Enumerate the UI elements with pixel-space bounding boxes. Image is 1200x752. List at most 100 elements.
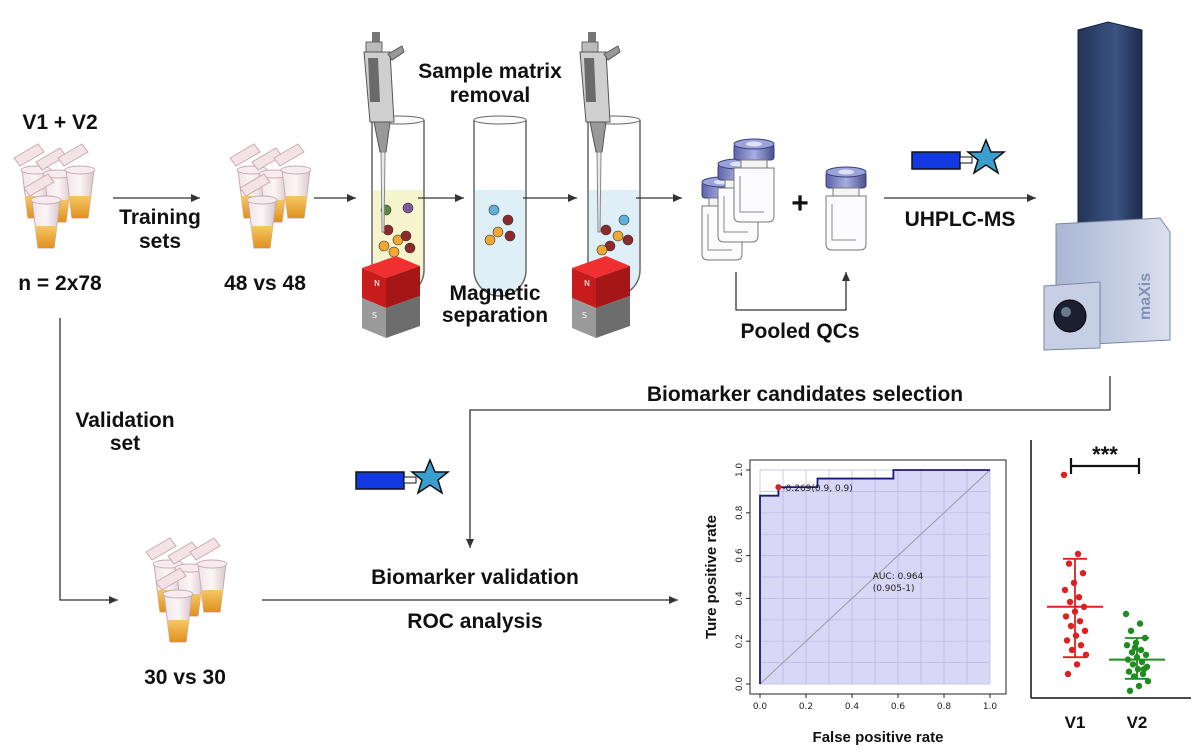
dot-point	[1065, 560, 1073, 567]
dot-point	[1079, 570, 1087, 577]
test-tube-icon	[473, 115, 527, 297]
dot-point	[1128, 649, 1136, 656]
dot-point	[1081, 627, 1089, 634]
particle	[388, 246, 400, 258]
microcentrifuge-tubes-icon	[229, 143, 312, 249]
dot-point	[1122, 610, 1130, 618]
vial-icon	[733, 138, 775, 223]
n-total-label: n = 2x78	[18, 272, 102, 295]
dot-point	[1060, 471, 1068, 478]
particle	[402, 202, 414, 214]
training-count-label: 48 vs 48	[224, 272, 306, 295]
dot-point	[1061, 586, 1069, 594]
label-tag-icon	[911, 138, 1007, 175]
significance-stars: ***	[1092, 442, 1118, 467]
roc-x-tick-label: 1.0	[983, 702, 998, 712]
tube-liquid	[475, 190, 525, 295]
biomarker-validation-label: Biomarker validation	[371, 566, 579, 589]
dot-point	[1075, 594, 1083, 601]
pipette-icon	[363, 32, 405, 233]
magnet-n-text: N	[584, 279, 590, 288]
sample-matrix-label-1: Sample matrix	[418, 60, 562, 83]
pooled-qcs-label: Pooled QCs	[740, 320, 860, 343]
particle	[492, 226, 504, 238]
microcentrifuge-tubes-icon	[13, 143, 96, 249]
dot-point	[1077, 642, 1085, 649]
particle	[488, 204, 500, 216]
validation-connector	[59, 318, 118, 604]
roc-diagonal	[759, 469, 991, 685]
roc-y-tick-label: 0.2	[735, 634, 745, 648]
pipette-icon	[579, 32, 621, 233]
magnet-icon: N S	[572, 256, 630, 338]
particle	[622, 234, 634, 246]
dot-point	[1072, 632, 1080, 639]
dot-point	[1134, 666, 1142, 673]
dot-point	[1123, 642, 1131, 649]
roc-y-tick-label: 0.4	[735, 591, 745, 606]
biomarker-selection-label: Biomarker candidates selection	[646, 383, 964, 406]
dot-point	[1066, 598, 1074, 606]
dot-point	[1127, 627, 1135, 634]
magnet-icon: N S	[362, 256, 420, 338]
particle	[612, 230, 624, 242]
microcentrifuge-tubes-icon	[145, 537, 228, 643]
magnet-n-text: N	[374, 279, 380, 288]
dot-point	[1136, 620, 1144, 627]
training-label-1: Training	[119, 206, 201, 229]
dot-point	[1070, 579, 1078, 586]
v1v2-label: V1 + V2	[22, 111, 98, 134]
instrument-brand-text: maXis	[1137, 273, 1154, 320]
dot-category-label: V1	[1065, 713, 1086, 732]
dot-point	[1068, 646, 1076, 654]
roc-x-tick-label: 0.4	[845, 702, 860, 712]
dot-point	[1063, 637, 1071, 644]
dot-category-label: V2	[1127, 713, 1148, 732]
roc-y-tick-label: 0.8	[735, 505, 745, 520]
roc-x-tick-label: 0.6	[891, 702, 906, 712]
dot-plot-chart: V1 V2 ***	[1030, 440, 1191, 732]
particle	[504, 230, 516, 242]
magnet-s-text: S	[372, 311, 377, 320]
dot-point	[1126, 687, 1134, 694]
dot-point	[1067, 622, 1075, 630]
dot-point	[1076, 618, 1084, 625]
magnet-s-text: S	[582, 311, 587, 320]
dot-point	[1074, 550, 1082, 558]
roc-auc-annotation: AUC: 0.964	[873, 572, 924, 582]
roc-auc-annotation: (0.905-1)	[873, 584, 915, 594]
roc-y-tick-label: 1.0	[735, 463, 745, 478]
validation-label-1: Validation	[75, 409, 175, 432]
roc-cutoff-point	[775, 484, 782, 491]
training-label-2: sets	[138, 230, 182, 253]
dot-point	[1062, 613, 1070, 620]
particle	[600, 224, 612, 236]
particle	[596, 244, 608, 256]
roc-x-axis-label: False positive rate	[813, 729, 944, 746]
roc-x-tick-label: 0.2	[799, 702, 813, 712]
selection-connector	[466, 376, 1111, 548]
dot-point	[1140, 666, 1148, 673]
dot-point	[1064, 670, 1072, 678]
pooled-qc-connector	[735, 272, 850, 311]
dot-point	[1125, 668, 1133, 675]
roc-chart: -0.269(0.9, 0.9) AUC: 0.964 (0.905-1) 0.0 0.…	[703, 459, 1007, 746]
particle	[618, 214, 630, 226]
particle	[484, 234, 496, 246]
roc-y-tick-label: 0.6	[735, 548, 745, 563]
sample-matrix-label-2: removal	[449, 84, 531, 107]
roc-curve	[759, 469, 990, 684]
magnetic-label-1: Magnetic	[449, 282, 541, 305]
dot-point	[1135, 682, 1143, 690]
roc-x-tick-label: 0.8	[937, 702, 952, 712]
particle	[502, 214, 514, 226]
vial-icon	[825, 166, 867, 251]
particle	[404, 242, 416, 254]
magnetic-label-2: separation	[441, 304, 549, 327]
dot-point	[1137, 646, 1145, 654]
roc-x-tick-label: 0.0	[753, 702, 768, 712]
roc-cutoff-label: -0.269(0.9, 0.9)	[782, 484, 852, 494]
dot-point	[1139, 670, 1147, 678]
